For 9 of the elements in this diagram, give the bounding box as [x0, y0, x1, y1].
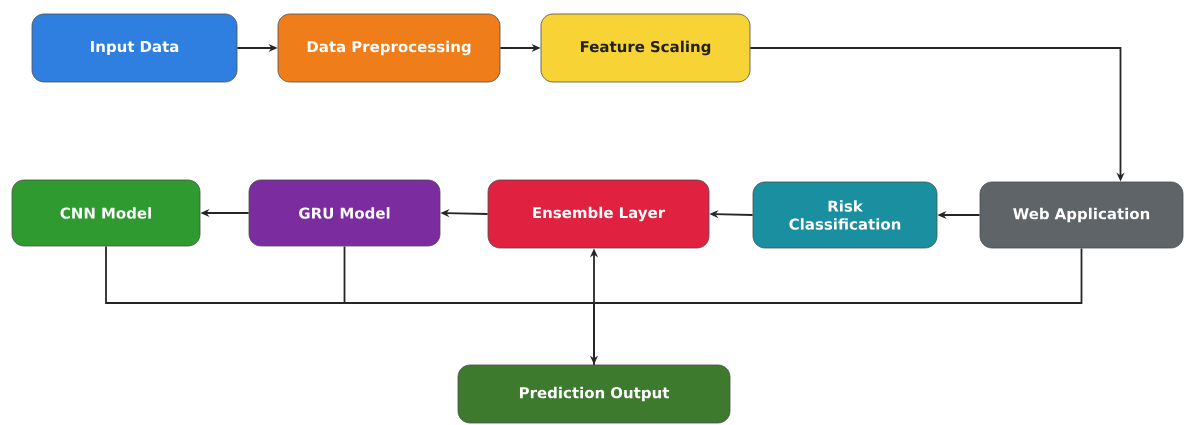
process-box: Web Application	[979, 181, 1184, 249]
process-box: CNN Model	[11, 179, 201, 247]
process-box: Risk Classification	[752, 181, 938, 249]
process-box: Input Data	[31, 13, 238, 83]
process-box: Prediction Output	[457, 364, 731, 424]
process-box: Data Preprocessing	[277, 13, 501, 83]
process-box: Feature Scaling	[540, 13, 751, 83]
process-box: Ensemble Layer	[487, 179, 710, 249]
process-box: GRU Model	[248, 179, 441, 247]
